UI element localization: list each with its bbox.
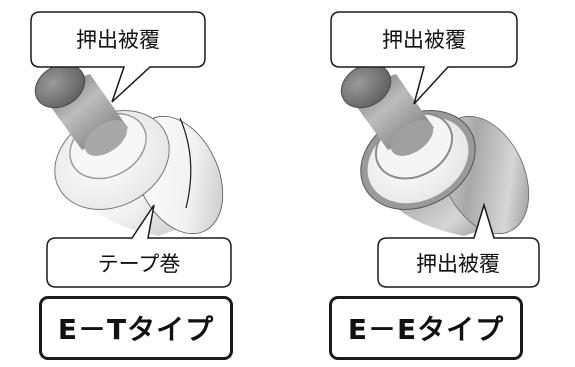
callout-right-top-text: 押出被覆 [382,28,466,52]
callout-right-bottom-text: 押出被覆 [416,252,500,276]
cable-illustration-left [34,63,224,236]
callout-right-top: 押出被覆 [330,11,518,105]
callout-left-bottom: テープ巻 [46,204,232,288]
callout-left-top-text: 押出被覆 [76,28,160,52]
callout-left-top: 押出被覆 [30,11,206,103]
cable-illustration-right [340,63,530,236]
callout-right-bottom: 押出被覆 [377,202,540,288]
type-label-e-e: E－Eタイプ [329,296,523,360]
callout-left-bottom-text: テープ巻 [98,252,181,276]
type-label-e-t: E－Tタイプ [39,296,233,360]
